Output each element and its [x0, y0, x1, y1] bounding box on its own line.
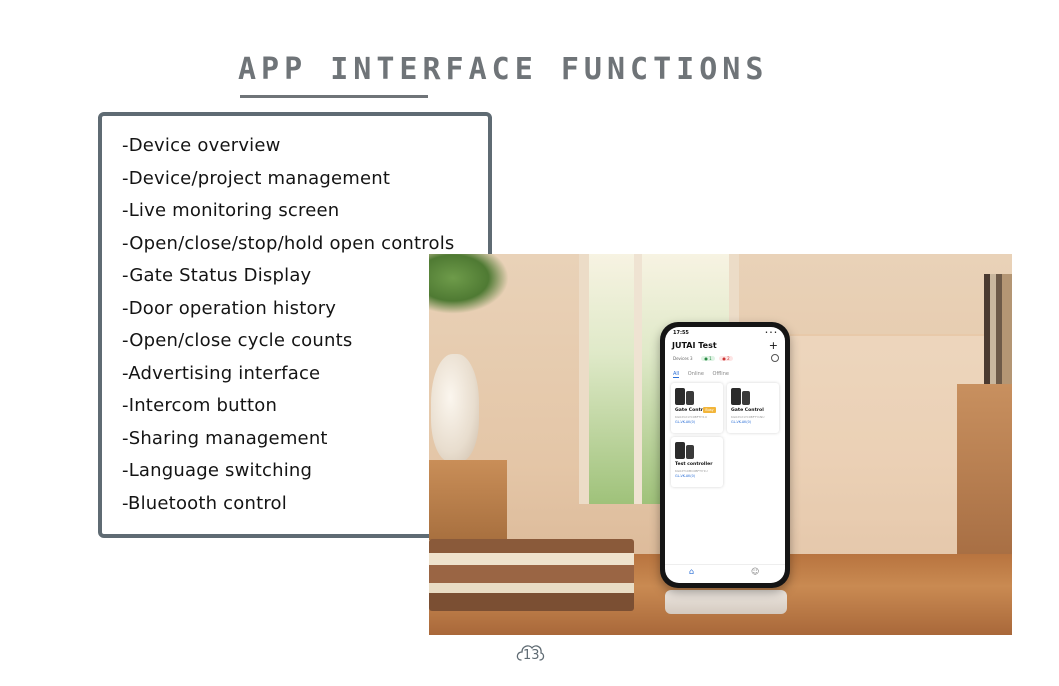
smartphone: 17:55 • • • JUTAI Test + Devices 3 ● 1 ●…	[660, 322, 790, 588]
controller-icon	[731, 388, 741, 405]
controller-icon	[686, 391, 694, 405]
status-badge: Busy	[703, 407, 716, 413]
vase	[431, 354, 479, 462]
person-icon[interactable]: ☺	[751, 567, 760, 576]
product-photo: 17:55 • • • JUTAI Test + Devices 3 ● 1 ●…	[429, 254, 1012, 635]
shelf-books	[984, 274, 1012, 389]
feature-item-cycle-counts: -Open/close cycle counts	[122, 330, 353, 351]
devices-count: Devices 3	[673, 356, 693, 361]
home-icon[interactable]: ⌂	[689, 567, 695, 576]
cloud-icon	[516, 645, 545, 661]
feature-item-live-monitoring: -Live monitoring screen	[122, 200, 340, 221]
title-underline	[240, 95, 428, 98]
feature-item-open-close-controls: -Open/close/stop/hold open controls	[122, 232, 455, 254]
feature-list-box	[98, 112, 492, 538]
phone-stand	[665, 590, 787, 614]
feature-item-sharing: -Sharing management	[122, 427, 328, 449]
device-name: Gate Control	[675, 408, 708, 413]
plus-icon[interactable]: +	[768, 339, 778, 352]
feature-list: -Device overview -Device/project managem…	[122, 130, 455, 520]
feature-item-device-project-management: -Device/project management	[122, 167, 391, 189]
device-serial: KG02V21YC0BFTY1NU	[731, 415, 765, 419]
controller-icon	[742, 391, 750, 405]
page-footer: 13	[514, 638, 546, 666]
device-serial: KG02V21YC0BFTIY1U	[675, 415, 708, 419]
tab-offline[interactable]: Offline	[712, 371, 729, 377]
tab-all[interactable]: All	[673, 371, 680, 378]
feature-item-intercom: -Intercom button	[122, 395, 278, 416]
feature-item-bluetooth: -Bluetooth control	[122, 492, 287, 514]
online-chip: ● 1	[701, 356, 715, 361]
device-name: Gate Control	[731, 408, 764, 413]
device-model: GL-VK-AK(0)	[675, 420, 696, 424]
page-title: APP INTERFACE FUNCTIONS	[238, 52, 769, 87]
controller-icon	[675, 388, 685, 405]
feature-item-device-overview: -Device overview	[122, 135, 281, 156]
feature-item-door-history: -Door operation history	[122, 297, 337, 319]
page-number: 13	[523, 648, 540, 663]
wood-cabinet	[957, 384, 1012, 554]
tab-online[interactable]: Online	[687, 371, 704, 377]
controller-icon	[686, 445, 694, 459]
search-icon[interactable]	[771, 354, 779, 362]
controller-icon	[675, 442, 685, 459]
device-card[interactable]: Gate Control Busy KG02V21YC0BFTIY1U GL-V…	[671, 383, 723, 433]
device-card[interactable]: Test controller KG02T10MC0BFTIY1U GL-VK-…	[671, 437, 723, 487]
device-serial: KG02T10MC0BFTIY1U	[675, 469, 708, 473]
book-stack	[429, 539, 634, 611]
feature-item-language: -Language switching	[122, 460, 313, 481]
device-filter-tabs: All Online Offline	[673, 371, 736, 378]
window-mullion	[634, 254, 642, 504]
feature-item-advertising: -Advertising interface	[122, 362, 321, 384]
status-time: 17:55	[673, 330, 689, 336]
device-card[interactable]: Gate Control KG02V21YC0BFTY1NU GL-VK-AK(…	[727, 383, 779, 433]
device-model: GL-VK-AK(0)	[731, 420, 752, 424]
offline-chip: ● 2	[719, 356, 733, 361]
bottom-nav: ⌂ ☺	[665, 564, 785, 583]
side-table	[429, 460, 507, 540]
feature-item-gate-status: -Gate Status Display	[122, 265, 312, 286]
plant	[429, 254, 509, 314]
status-icons: • • •	[764, 330, 777, 336]
phone-screen: 17:55 • • • JUTAI Test + Devices 3 ● 1 ●…	[665, 327, 785, 583]
device-model: GL-VK-AK(0)	[675, 474, 696, 478]
app-title: JUTAI Test	[672, 341, 717, 350]
device-name: Test controller	[675, 462, 713, 467]
